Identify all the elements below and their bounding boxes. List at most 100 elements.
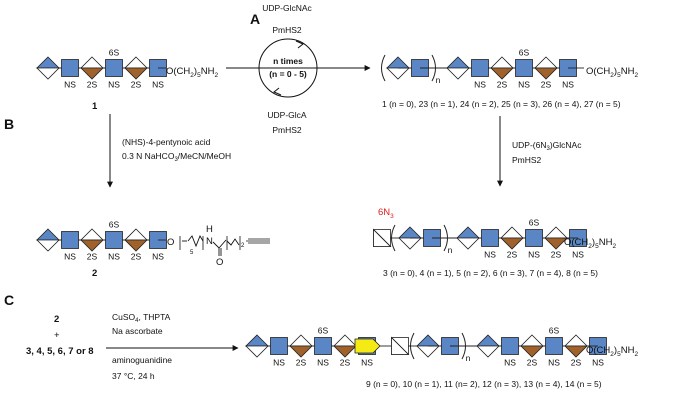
glcnac-square <box>105 231 123 249</box>
glcnac-square <box>61 59 79 77</box>
compound-2-alkyne-linker: O 5 H N O 2 <box>167 224 270 268</box>
idoa-diamond-top <box>333 334 357 347</box>
svg-text:O: O <box>216 257 223 268</box>
idoa-diamond-top <box>80 56 104 69</box>
azido-linker: O(CH2)5NH2 <box>564 237 616 250</box>
condition-1: CuSO4, THPTA <box>112 312 171 324</box>
glcnac-square <box>481 229 499 247</box>
glca-diamond-top <box>386 56 410 69</box>
idoa-diamond-top <box>500 226 524 239</box>
glcnac-square <box>270 337 288 355</box>
ns-label: NS <box>152 252 164 262</box>
ns-label: NS <box>572 250 584 260</box>
ns-label: NS <box>64 252 76 262</box>
idoa-diamond-bottom <box>124 239 148 252</box>
panel-label-c: C <box>4 292 14 308</box>
glca-diamond-top <box>446 56 470 69</box>
glca-diamond-bottom <box>416 345 440 358</box>
two-s-label: 2S <box>87 80 98 90</box>
repeat-bracket-open <box>381 54 386 82</box>
glcnac-square <box>314 337 332 355</box>
idoa-diamond-top <box>124 56 148 69</box>
cycle-center-range: (n = 0 - 5) <box>269 69 307 79</box>
idoa-diamond-top <box>520 334 544 347</box>
idoa-diamond-top <box>124 228 148 241</box>
panel-label-b: B <box>4 116 14 132</box>
compound-1-linker: O(CH2)5NH2 <box>166 66 218 79</box>
condition-3: aminoguanidine <box>112 355 172 365</box>
idoa-diamond-bottom <box>490 67 514 80</box>
glcnac-square <box>515 59 533 77</box>
azido-series-label: 3 (n = 0), 4 (n = 1), 5 (n = 2), 6 (n = … <box>383 268 598 278</box>
glca-diamond-top <box>36 56 60 69</box>
ns-label: NS <box>504 358 516 368</box>
six-s-label: 6S <box>109 220 120 230</box>
glcnac-square <box>471 59 489 77</box>
six-s-label: 6S <box>529 218 540 228</box>
ns-label: NS <box>317 358 329 368</box>
two-s-label: 2S <box>571 358 582 368</box>
two-s-label: 2S <box>541 80 552 90</box>
idoa-diamond-bottom <box>520 345 544 358</box>
svg-text:H: H <box>206 224 213 235</box>
idoa-diamond-bottom <box>534 67 558 80</box>
glca-diamond-bottom <box>398 237 422 250</box>
arrow-right-reagent: UDP-(6N3)GlcNAc <box>512 140 582 152</box>
ns-label: NS <box>273 358 285 368</box>
ns-label: NS <box>562 80 574 90</box>
svg-text:2: 2 <box>241 243 245 249</box>
ns-label: NS <box>361 358 373 368</box>
azido-diagonal <box>391 337 409 355</box>
two-s-label: 2S <box>87 252 98 262</box>
ns-label: NS <box>64 80 76 90</box>
svg-text:5: 5 <box>190 250 194 256</box>
arrow-right-enzyme: PmHS2 <box>512 155 542 165</box>
ns-label: NS <box>484 250 496 260</box>
two-s-label: 2S <box>507 250 518 260</box>
ns-label: NS <box>152 80 164 90</box>
two-s-label: 2S <box>131 80 142 90</box>
idoa-diamond-top <box>490 56 514 69</box>
click-series-label: 9 (n = 0), 10 (n = 1), 11 (n= 2), 12 (n … <box>366 379 602 389</box>
glcnac-square <box>545 337 563 355</box>
glca-diamond-bottom <box>245 345 269 358</box>
repeat-n: n <box>448 245 453 255</box>
click-product-linker: O(CH2)5NH2 <box>586 345 638 358</box>
compound-1-number: 1 <box>92 101 98 112</box>
repeat-bracket-open <box>410 332 415 360</box>
six-s-label: 6S <box>519 48 530 58</box>
idoa-diamond-top <box>534 56 558 69</box>
glca-diamond-bottom <box>456 237 480 250</box>
idoa-diamond-bottom <box>80 67 104 80</box>
glca-diamond-top <box>476 334 500 347</box>
idoa-diamond-bottom <box>544 237 568 250</box>
two-s-label: 2S <box>296 358 307 368</box>
idoa-diamond-bottom <box>564 345 588 358</box>
idoa-diamond-top <box>289 334 313 347</box>
condition-2: Na ascorbate <box>112 326 163 336</box>
glca-diamond-bottom <box>446 67 470 80</box>
glca-diamond-bottom <box>386 67 410 80</box>
reactant-azido-set: 3, 4, 5, 6, 7 or 8 <box>26 346 94 357</box>
ns-label: NS <box>548 358 560 368</box>
two-s-label: 2S <box>340 358 351 368</box>
glca-diamond-top <box>416 334 440 347</box>
idoa-diamond-bottom <box>333 345 357 358</box>
glcnac-square <box>105 59 123 77</box>
glca-diamond-bottom <box>36 67 60 80</box>
repeat-n: n <box>466 353 471 363</box>
extended-linker: O(CH2)5NH2 <box>586 66 638 79</box>
glcnac-square <box>525 229 543 247</box>
glca-diamond-top <box>36 228 60 241</box>
glcnac-square <box>501 337 519 355</box>
glca-diamond-bottom <box>476 345 500 358</box>
svg-text:N: N <box>206 236 213 247</box>
reactant-plus: + <box>54 330 60 341</box>
ns-label: NS <box>528 250 540 260</box>
ns-label: NS <box>108 252 120 262</box>
repeat-n: n <box>436 75 441 85</box>
two-s-label: 2S <box>527 358 538 368</box>
glcnac-square <box>61 231 79 249</box>
arrow-b-conditions: 0.3 N NaHCO3/MeCN/MeOH <box>122 151 231 163</box>
six-s-label: 6S <box>109 48 120 58</box>
